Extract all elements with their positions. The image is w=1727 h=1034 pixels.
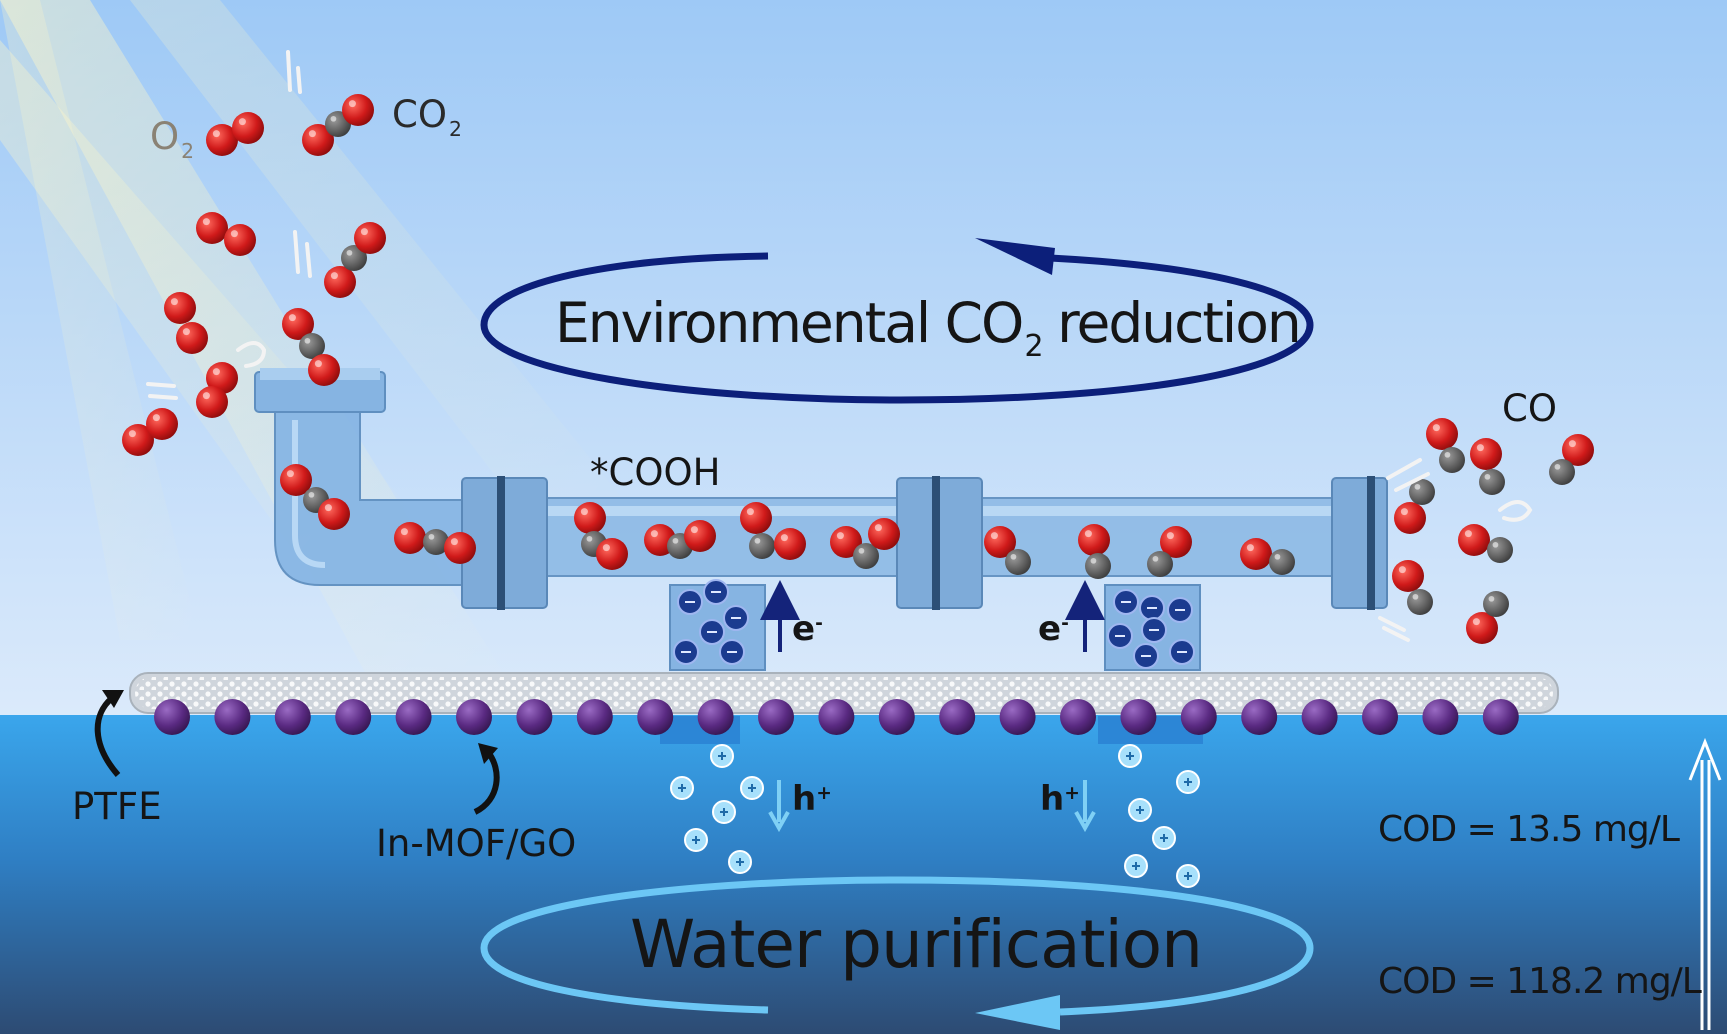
co-molecule-icon <box>1407 589 1433 615</box>
mof-bead <box>576 699 613 735</box>
hole-label-left: h+ <box>792 779 832 819</box>
mof-bead <box>516 699 553 735</box>
mof-bead <box>154 699 190 735</box>
mof-bead <box>395 699 432 735</box>
cod-high-label: COD = 118.2 mg/L <box>1378 961 1702 1002</box>
ptfe-pointer-icon <box>102 690 124 708</box>
co-molecule-icon <box>1470 438 1502 470</box>
co-molecule-icon <box>1078 524 1110 556</box>
co2-reduction-cycle <box>480 238 1314 404</box>
down-arrow-icon <box>1074 811 1096 833</box>
mof-bead <box>1301 699 1338 735</box>
mof-bead <box>1180 699 1217 735</box>
co-molecule-icon <box>1005 549 1031 575</box>
o2-molecule-icon <box>164 292 196 324</box>
co2-molecule-icon <box>749 533 775 559</box>
mof-pointer-icon <box>478 743 498 764</box>
co2-molecule-icon <box>318 498 350 530</box>
mof-bead <box>878 699 915 735</box>
mof-bead <box>758 699 794 735</box>
o2-molecule-icon <box>196 386 228 418</box>
co-molecule-icon <box>1479 469 1505 495</box>
co2-molecule-icon <box>596 538 628 570</box>
co-molecule-icon <box>1085 553 1111 579</box>
mof-pointer-icon <box>473 750 500 815</box>
electron-label-right: e- <box>1038 609 1069 649</box>
down-arrow-icon <box>768 811 790 833</box>
cooh-intermediate-label: *COOH <box>590 451 721 494</box>
mof-bead <box>1241 699 1278 735</box>
mof-bead <box>274 699 311 735</box>
co-molecule-icon <box>1147 551 1173 577</box>
co-molecule-icon <box>1439 447 1465 473</box>
water-purification-title: Water purification <box>630 906 1203 983</box>
co2-molecule-icon <box>394 522 426 554</box>
cod-arrow <box>1688 737 1722 1030</box>
co2-molecule-icon <box>774 528 806 560</box>
co-product-label: CO <box>1502 387 1557 430</box>
o2-molecule-icon <box>224 224 256 256</box>
co2-molecule-icon <box>308 354 340 386</box>
co-molecule-icon <box>1426 418 1458 450</box>
co2-label: CO2 <box>392 93 462 142</box>
co2-molecule-icon <box>740 502 772 534</box>
co-molecule-icon <box>1240 538 1272 570</box>
hole-label-right: h+ <box>1040 779 1080 819</box>
cycle-arrow-head-icon <box>975 995 1060 1030</box>
mof-bead <box>1060 699 1096 735</box>
co-molecule-icon <box>1549 459 1575 485</box>
o2-label: O2 <box>150 115 195 164</box>
mof-bead <box>1120 699 1157 735</box>
co-molecule-icon <box>1466 612 1498 644</box>
o2-molecule-icon <box>146 408 178 440</box>
mof-bead <box>999 699 1036 735</box>
mof-bead <box>335 699 372 735</box>
holes-layer <box>670 744 1200 888</box>
mof-bead <box>1422 699 1459 735</box>
ptfe-pointer-icon <box>94 695 121 777</box>
electron-arrows <box>760 580 1105 652</box>
electrons-layer <box>673 579 1195 669</box>
mof-bead <box>214 699 251 735</box>
o2-molecule-icon <box>176 322 208 354</box>
in-mof-go-label: In-MOF/GO <box>376 822 577 865</box>
co2-molecule-icon <box>444 532 476 564</box>
electron-label-left: e- <box>792 609 823 649</box>
mof-bead <box>697 699 734 735</box>
mof-bead <box>818 699 855 735</box>
co2-molecule-icon <box>354 222 386 254</box>
water-background <box>0 715 1727 1034</box>
co-molecule-icon <box>1394 502 1426 534</box>
co2-molecule-icon <box>868 518 900 550</box>
molecules-layer <box>122 94 1594 644</box>
mof-bead <box>637 699 674 735</box>
co2-molecule-icon <box>342 94 374 126</box>
co2-molecule-icon <box>684 520 716 552</box>
mof-bead <box>1362 699 1398 735</box>
cycle-arrow-head-icon <box>975 238 1055 275</box>
ptfe-label: PTFE <box>72 785 162 828</box>
in-mof-go-beads <box>154 699 1519 735</box>
co-molecule-icon <box>1392 560 1424 592</box>
co2-reduction-title: Environmental CO2 reduction <box>555 291 1302 364</box>
co-molecule-icon <box>1269 549 1295 575</box>
hole-arrows <box>768 780 1096 833</box>
mof-bead <box>1482 699 1519 735</box>
pointer-arrows <box>94 690 500 815</box>
co2-molecule-icon <box>324 266 356 298</box>
mof-bead <box>939 699 976 735</box>
water-purification-cycle <box>480 876 1314 1030</box>
co2-molecule-icon <box>574 502 606 534</box>
motion-lines <box>146 50 1533 642</box>
o2-molecule-icon <box>196 212 228 244</box>
co-molecule-icon <box>1458 524 1490 556</box>
o2-molecule-icon <box>232 112 264 144</box>
co-molecule-icon <box>1487 537 1513 563</box>
co-molecule-icon <box>1483 591 1509 617</box>
mof-bead <box>456 699 492 735</box>
cod-low-label: COD = 13.5 mg/L <box>1378 809 1680 850</box>
